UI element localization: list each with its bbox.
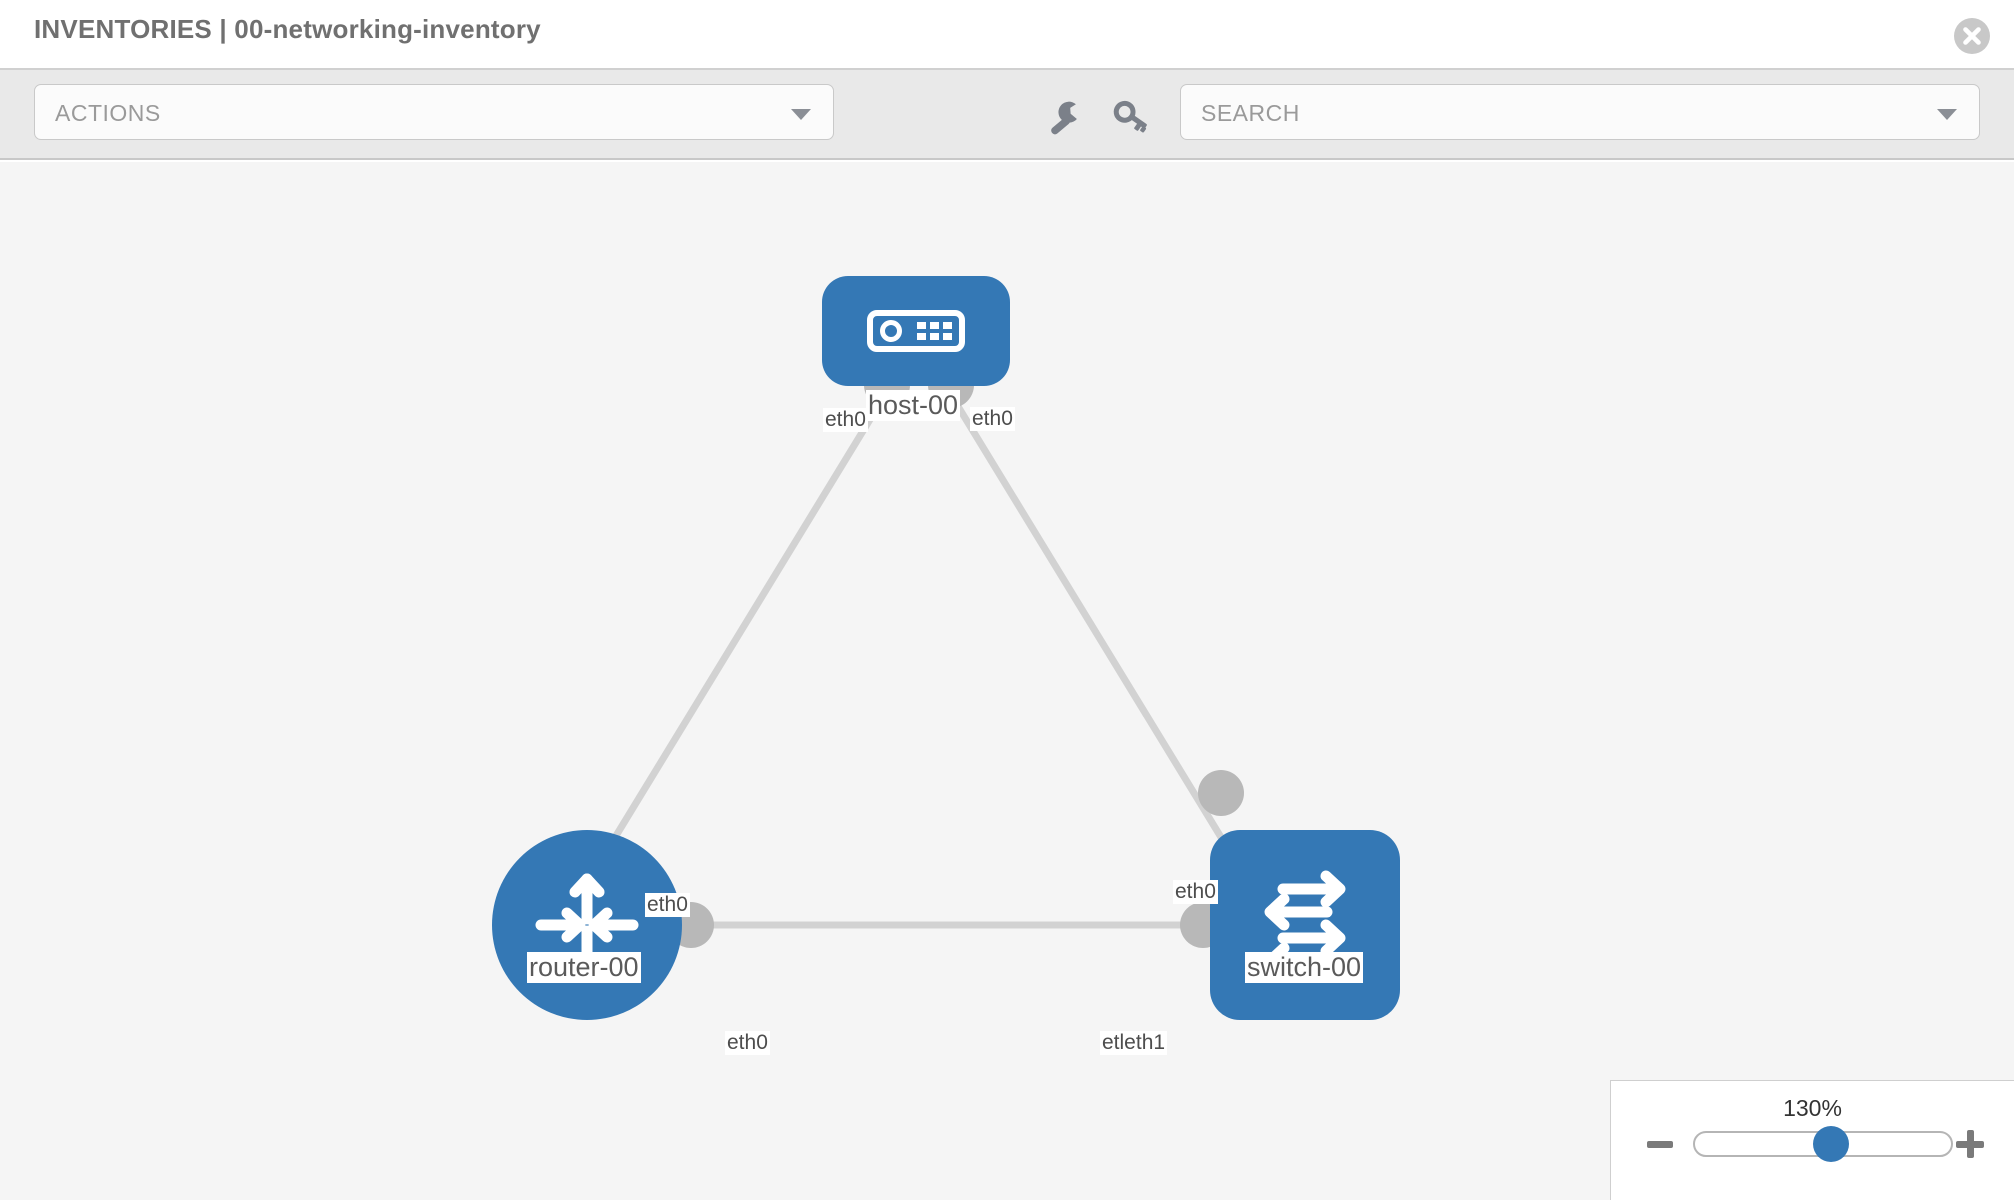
key-icon[interactable] [1110, 95, 1154, 139]
server-device-icon [867, 310, 965, 352]
zoom-out-button[interactable] [1647, 1141, 1673, 1148]
search-input[interactable]: SEARCH [1180, 84, 1980, 140]
router-arrows-icon [535, 873, 639, 977]
actions-dropdown-label: ACTIONS [55, 100, 161, 126]
wrench-icon[interactable] [1043, 95, 1087, 139]
edge-label-router-upper: eth0 [645, 893, 690, 917]
router-00-shape[interactable] [492, 830, 682, 1020]
nub-switch-top[interactable] [1198, 770, 1244, 816]
zoom-in-button[interactable] [1956, 1130, 1984, 1158]
edge-label-host-right: eth0 [970, 407, 1015, 431]
switch-00-label: switch-00 [1245, 952, 1364, 983]
topology-edges [597, 388, 1233, 929]
page-title: INVENTORIES | 00-networking-inventory [34, 14, 541, 44]
edge-host-router [597, 388, 891, 864]
zoom-slider-thumb[interactable] [1812, 1126, 1849, 1162]
edge-label-router-right: eth0 [725, 1031, 770, 1055]
close-icon[interactable] [1954, 18, 1990, 54]
host-00-label: host-00 [866, 390, 961, 421]
edge-label-host-left: eth0 [823, 408, 868, 432]
chevron-down-icon [791, 109, 811, 120]
page-header: INVENTORIES | 00-networking-inventory [0, 0, 2014, 70]
chevron-down-icon[interactable] [1937, 109, 1957, 120]
router-00-label: router-00 [527, 952, 641, 983]
zoom-control-panel: 130% [1610, 1080, 2014, 1200]
host-00-shape[interactable] [822, 276, 1010, 386]
edge-label-switch-left: etleth1 [1100, 1031, 1168, 1055]
topology-canvas[interactable]: host-00 rout [0, 162, 2014, 1200]
search-placeholder: SEARCH [1201, 100, 1300, 126]
edge-host-switch [945, 388, 1233, 854]
switch-00-shape[interactable] [1210, 830, 1400, 1020]
zoom-slider-track[interactable] [1693, 1126, 1953, 1162]
zoom-level-label: 130% [1783, 1095, 1842, 1121]
edge-label-switch-upper: eth0 [1173, 880, 1218, 904]
actions-dropdown[interactable]: ACTIONS [34, 84, 834, 140]
